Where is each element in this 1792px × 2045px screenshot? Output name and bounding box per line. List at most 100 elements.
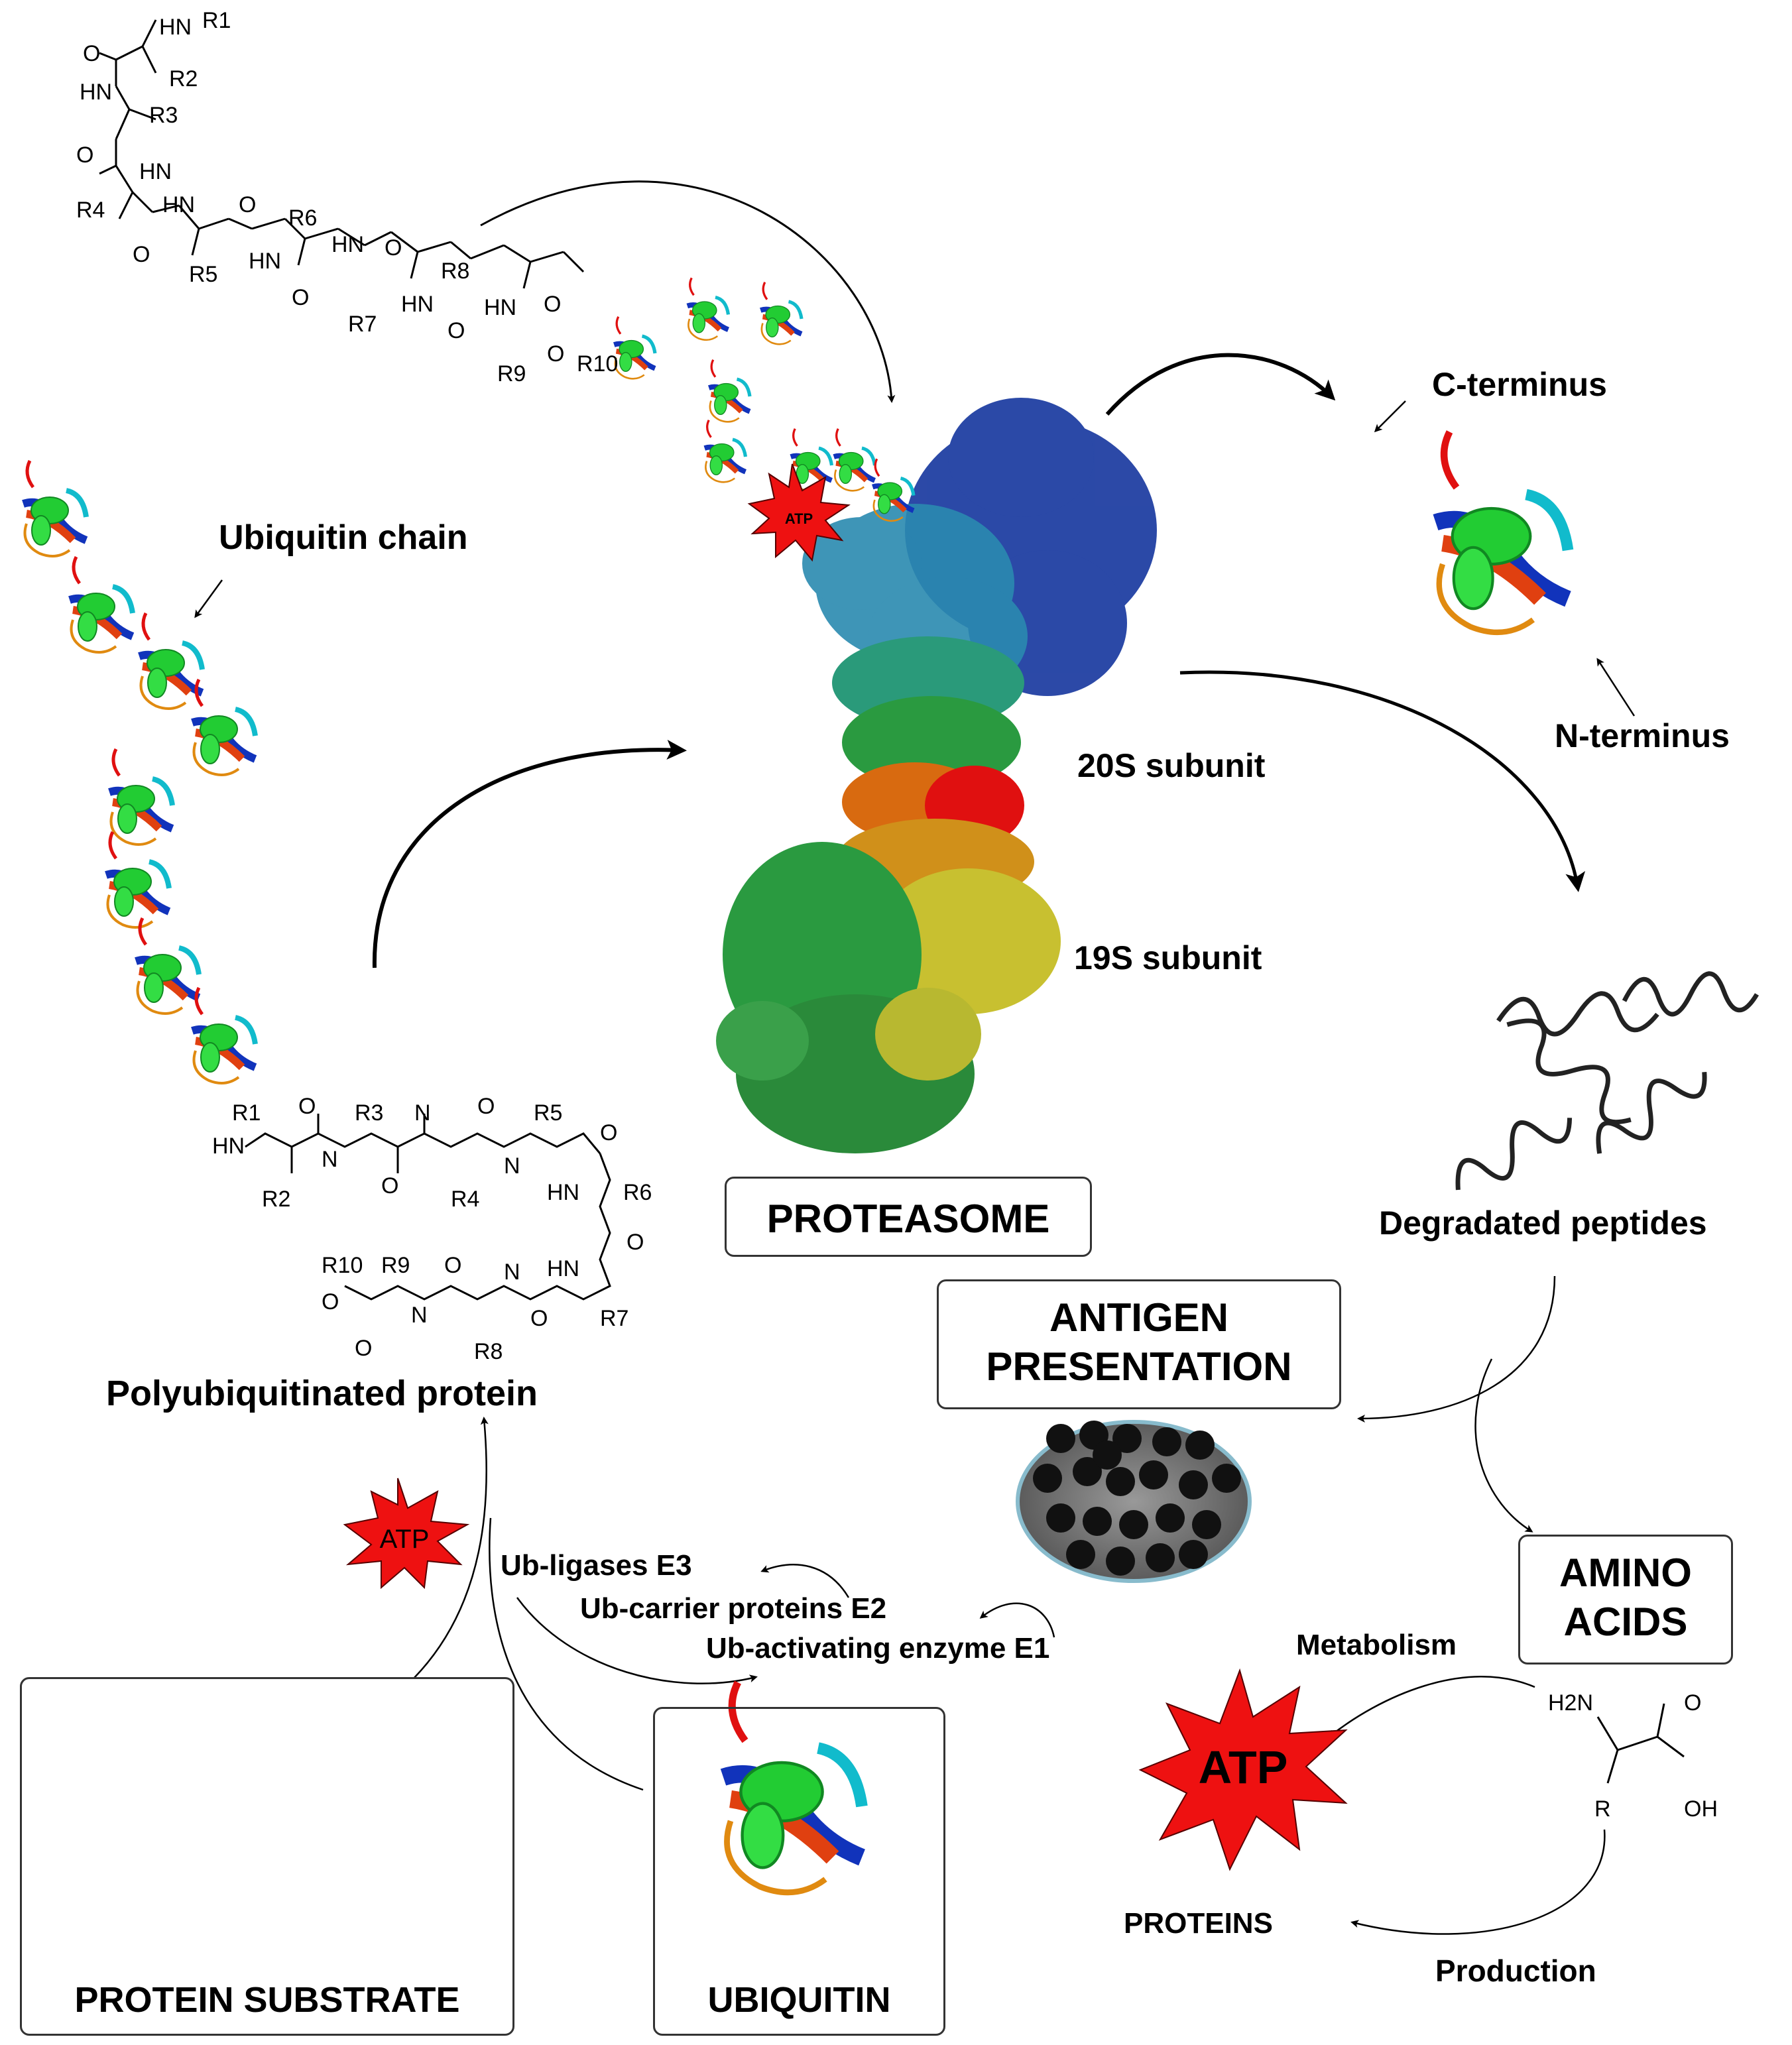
- proteasome-box: PROTEASOME: [725, 1177, 1092, 1257]
- svg-text:N: N: [504, 1259, 520, 1285]
- atp-small-text: ATP: [785, 510, 813, 527]
- arrow-n-terminus: [1596, 658, 1636, 717]
- svg-text:R10: R10: [322, 1253, 363, 1278]
- peptide-structure-top: HN R1 R2 O HN R3 O HN R4 HN R5 O O R6 HN…: [76, 8, 618, 386]
- ubiquitin-structure-right: [1436, 432, 1569, 632]
- atp-star-medium: ATP: [343, 1478, 470, 1590]
- svg-text:R2: R2: [262, 1187, 290, 1212]
- antigen-cell-particles: [1033, 1421, 1241, 1576]
- svg-text:HN: HN: [80, 80, 112, 105]
- arrow-substrate-to-polyub: [400, 1417, 489, 1691]
- antigen-label-line1: ANTIGEN: [1049, 1295, 1228, 1340]
- svg-text:O: O: [385, 235, 402, 261]
- arrow-peptides-to-aminoacids: [1474, 1358, 1533, 1533]
- svg-text:HN: HN: [547, 1180, 579, 1205]
- svg-text:O: O: [1684, 1690, 1701, 1716]
- protein-substrate-label: PROTEIN SUBSTRATE: [74, 1980, 460, 2020]
- svg-text:R5: R5: [189, 262, 217, 287]
- svg-text:O: O: [239, 192, 256, 217]
- svg-text:HN: HN: [547, 1256, 579, 1281]
- proteasome-cap-teal: [802, 504, 1028, 696]
- svg-text:O: O: [133, 242, 150, 267]
- polyubiquitinated-protein-label: Polyubiquitinated protein: [106, 1373, 538, 1413]
- ub-carrier-label: Ub-carrier proteins E2: [580, 1592, 887, 1625]
- degraded-peptides-label: Degradated peptides: [1379, 1204, 1707, 1242]
- svg-text:HN: HN: [162, 192, 195, 217]
- ubiquitin-label: UBIQUITIN: [707, 1980, 891, 2020]
- antigen-cell: [1016, 1420, 1252, 1583]
- svg-text:HN: HN: [159, 15, 192, 40]
- svg-text:R9: R9: [497, 361, 526, 386]
- svg-text:N: N: [322, 1147, 338, 1172]
- arrow-aminoacids-to-proteins: [1350, 1829, 1606, 1935]
- svg-text:O: O: [76, 143, 93, 168]
- amino-acid-structure: H2N O R OH: [1548, 1690, 1718, 1822]
- svg-text:O: O: [477, 1094, 495, 1119]
- svg-text:R8: R8: [474, 1339, 503, 1364]
- arrow-e2-to-e3: [760, 1564, 850, 1598]
- polyubiquitinated-structure: R1 HN R2 O N R3 O N R4 O N R5 O HN R6 O …: [212, 1094, 652, 1364]
- svg-text:OH: OH: [1684, 1796, 1718, 1822]
- arrow-aminoacids-to-atp: [1327, 1676, 1535, 1738]
- proteasome-label: PROTEASOME: [766, 1197, 1050, 1241]
- svg-text:R7: R7: [348, 312, 377, 337]
- atp-star-small: ATP: [747, 463, 851, 562]
- atp-medium-text: ATP: [380, 1525, 430, 1554]
- arrow-cycle-to-e2: [516, 1597, 758, 1684]
- svg-text:R: R: [1594, 1796, 1611, 1822]
- svg-text:O: O: [322, 1289, 339, 1315]
- svg-text:O: O: [355, 1336, 372, 1361]
- amino-acids-line2: ACIDS: [1563, 1600, 1688, 1644]
- amino-acids-line1: AMINO: [1559, 1550, 1692, 1595]
- svg-text:R6: R6: [623, 1180, 652, 1205]
- svg-text:R10: R10: [577, 351, 618, 377]
- arrow-proteasome-to-ubiquitin: [1105, 353, 1336, 416]
- proteasome-structure: [716, 398, 1157, 1153]
- svg-text:O: O: [530, 1306, 548, 1331]
- metabolism-label: Metabolism: [1296, 1629, 1457, 1661]
- amino-acids-box: AMINO ACIDS: [1518, 1535, 1733, 1665]
- arrow-proteasome-to-peptides: [1179, 670, 1586, 892]
- ub-activating-label: Ub-activating enzyme E1: [706, 1632, 1050, 1665]
- arrow-to-proteasome-top: [480, 180, 896, 403]
- svg-text:O: O: [444, 1253, 461, 1278]
- pathway-arrows: [194, 180, 1636, 1935]
- svg-text:O: O: [600, 1120, 617, 1145]
- subunit-20s-label: 20S subunit: [1077, 747, 1266, 784]
- ub-ligases-label: Ub-ligases E3: [501, 1549, 692, 1582]
- ubiquitin-chain-label: Ubiquitin chain: [219, 518, 468, 557]
- ubiquitin-chain-top: [614, 278, 914, 521]
- subunit-19s-label: 19S subunit: [1074, 939, 1262, 976]
- svg-text:R4: R4: [76, 198, 105, 223]
- atp-star-large: ATP: [1138, 1668, 1348, 1871]
- svg-text:O: O: [544, 292, 561, 317]
- svg-text:O: O: [381, 1173, 398, 1198]
- svg-text:R8: R8: [441, 259, 469, 284]
- svg-text:O: O: [448, 318, 465, 343]
- arrow-c-terminus: [1374, 400, 1406, 433]
- arrow-e1-to-e2: [979, 1602, 1055, 1638]
- ubiquitin-box: UBIQUITIN: [653, 1707, 945, 2036]
- svg-text:HN: HN: [401, 292, 434, 317]
- atp-large-text: ATP: [1199, 1741, 1288, 1793]
- degraded-peptides: [1455, 971, 1760, 1191]
- svg-text:HN: HN: [331, 232, 364, 257]
- proteasome-base-yellow-green: [716, 842, 1061, 1153]
- svg-text:N: N: [411, 1303, 428, 1328]
- svg-text:R7: R7: [600, 1306, 628, 1331]
- svg-text:R9: R9: [381, 1253, 410, 1278]
- n-terminus-label: N-terminus: [1555, 717, 1730, 754]
- svg-text:N: N: [504, 1153, 520, 1179]
- svg-text:R2: R2: [169, 66, 198, 91]
- svg-text:N: N: [414, 1100, 431, 1126]
- arrow-peptides-to-antigen: [1357, 1275, 1556, 1423]
- svg-text:O: O: [547, 341, 564, 367]
- svg-text:R1: R1: [202, 8, 231, 33]
- c-terminus-label: C-terminus: [1432, 366, 1607, 403]
- svg-text:R3: R3: [355, 1100, 383, 1126]
- arrow-chain-label: [194, 579, 223, 618]
- svg-text:R4: R4: [451, 1187, 479, 1212]
- svg-text:HN: HN: [212, 1134, 245, 1159]
- svg-text:R6: R6: [288, 205, 317, 231]
- svg-text:HN: HN: [139, 159, 172, 184]
